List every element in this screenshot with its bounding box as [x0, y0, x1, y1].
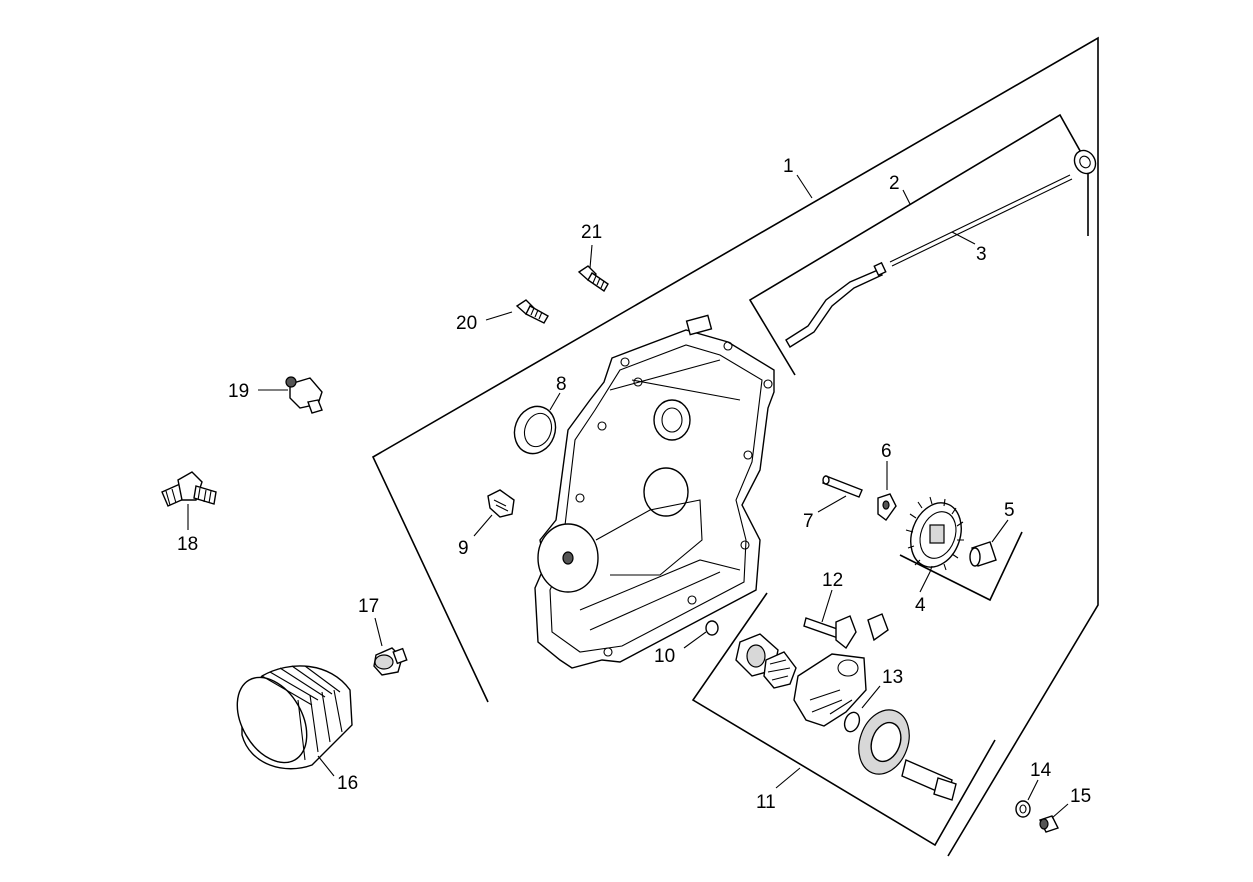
screw-15-part[interactable] — [1039, 815, 1059, 833]
crankcase-cover-part[interactable] — [534, 314, 775, 669]
pump-shaft-part[interactable] — [803, 613, 889, 650]
callout-labels: 1 2 3 4 5 6 7 8 9 10 11 12 13 14 15 16 1… — [177, 156, 1091, 813]
callout-18: 18 — [177, 534, 198, 555]
callout-17: 17 — [358, 596, 379, 617]
callout-12: 12 — [822, 570, 843, 591]
gear-4-part[interactable] — [902, 496, 970, 574]
callout-9: 9 — [458, 538, 469, 559]
callout-5: 5 — [1004, 500, 1015, 521]
callout-16: 16 — [337, 773, 358, 794]
callout-7: 7 — [803, 511, 814, 532]
callout-6: 6 — [881, 441, 892, 462]
callout-10: 10 — [654, 646, 675, 667]
pump-gear-part[interactable] — [850, 703, 957, 801]
pin-7-part[interactable] — [822, 475, 863, 498]
shaft-5-part[interactable] — [969, 541, 997, 567]
callout-13: 13 — [882, 667, 903, 688]
o-ring-part[interactable] — [705, 620, 719, 636]
oil-seal-part[interactable] — [508, 401, 562, 460]
elbow-fitting-part[interactable] — [161, 471, 217, 507]
plug-9-part[interactable] — [487, 489, 515, 518]
group-bracket-1 — [371, 36, 1099, 857]
drain-plug-part[interactable] — [373, 647, 408, 676]
callout-20: 20 — [456, 313, 477, 334]
bolt-20-part[interactable] — [515, 299, 549, 324]
oil-pump-assembly-part[interactable] — [735, 633, 867, 727]
dipstick-part[interactable] — [889, 147, 1100, 267]
clip-6-part[interactable] — [877, 493, 897, 521]
callout-19: 19 — [228, 381, 249, 402]
dipstick-tube-part[interactable] — [785, 261, 887, 348]
callout-11: 11 — [756, 792, 776, 813]
pressure-switch-part[interactable] — [285, 376, 323, 414]
group-bracket-4 — [899, 531, 1023, 602]
bolt-21-part[interactable] — [577, 265, 609, 293]
callout-21: 21 — [581, 222, 602, 243]
group-bracket-2 — [748, 113, 1089, 376]
group-bracket-11 — [691, 592, 996, 847]
callout-15: 15 — [1070, 786, 1091, 807]
oil-filter-part[interactable] — [223, 665, 353, 775]
callout-8: 8 — [556, 374, 567, 395]
callout-3: 3 — [976, 244, 987, 265]
washer-14-part[interactable] — [1015, 800, 1031, 818]
callout-4: 4 — [915, 595, 926, 616]
gasket-13-part[interactable] — [842, 710, 862, 734]
callout-1: 1 — [783, 156, 794, 177]
leader-lines — [187, 174, 1069, 819]
callout-14: 14 — [1030, 760, 1052, 781]
callout-2: 2 — [889, 173, 900, 194]
